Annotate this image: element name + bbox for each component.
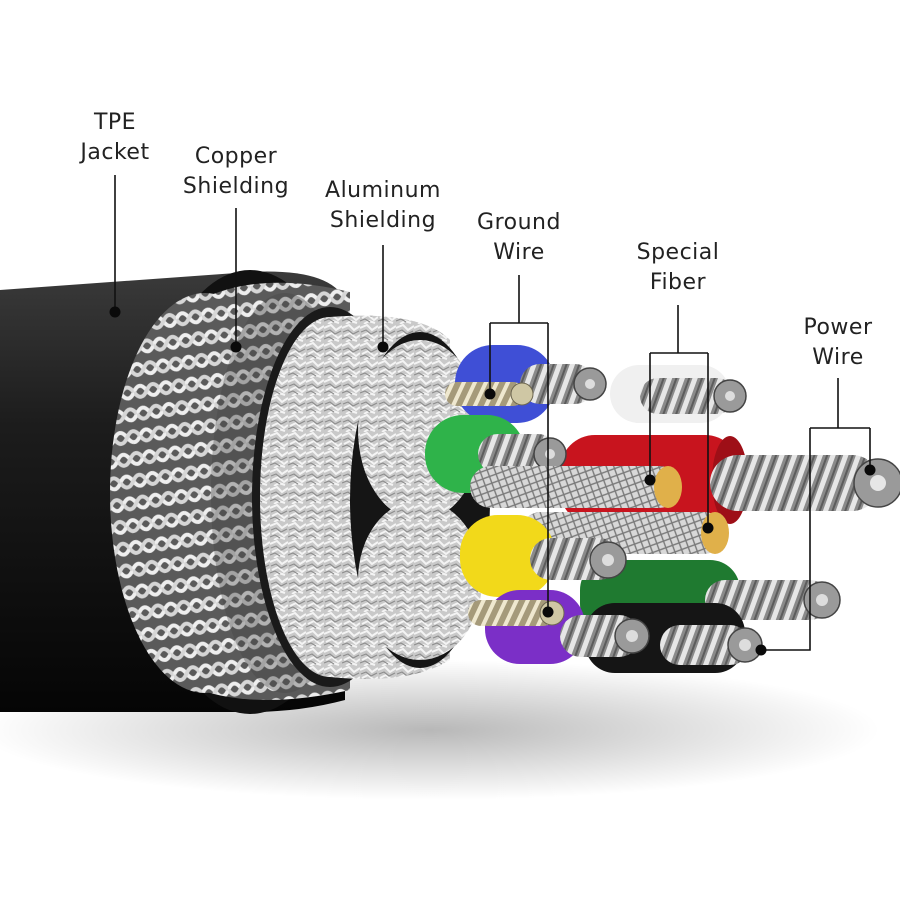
label-aluminum-shielding: Aluminum Shielding [325,178,441,233]
label-tpe-jacket: TPE Jacket [80,110,150,165]
pointer-dot-tpe-jacket [109,306,121,318]
pointer-dot-copper-shielding [230,341,242,353]
leader-line-power-wire [763,378,871,651]
pointer-dot-power-wire-top [864,464,876,476]
pointer-dot-ground-wire-bottom [542,606,554,618]
label-ground-wire: Ground Wire [477,210,561,265]
label-copper-shielding: Copper Shielding [182,144,290,199]
leader-line-ground-wire [489,275,549,610]
label-power-wire: Power Wire [803,315,873,370]
pointer-dot-power-wire-bottom [755,644,767,656]
leader-lines [114,175,871,651]
pointer-dots [109,306,876,656]
conductors [425,345,900,673]
pointer-dot-ground-wire-top [484,388,496,400]
pointer-dot-aluminum-shielding [377,341,389,353]
label-special-fiber: Special Fiber [636,240,720,295]
pointer-dot-special-fiber-bottom [702,522,714,534]
pointer-dot-special-fiber-top [644,474,656,486]
leader-line-special-fiber [649,305,709,526]
